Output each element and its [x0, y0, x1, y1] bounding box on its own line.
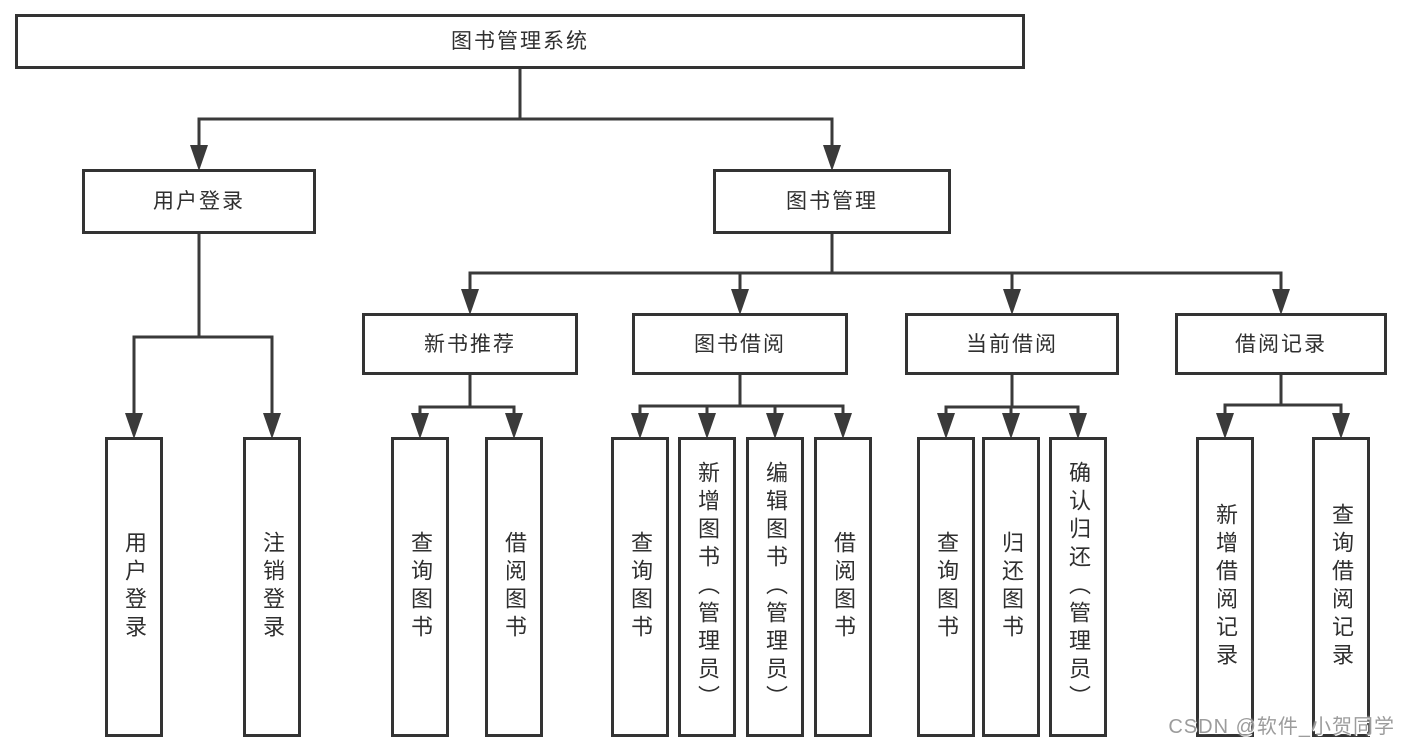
- arrowhead-leaf-edit-book: [766, 413, 784, 439]
- arrowhead-leaf-borrow-book-1: [505, 413, 523, 439]
- arrowhead-leaf-return-book: [1002, 413, 1020, 439]
- node-label-leaf-confirm-return: 确认归还（管理员）: [1066, 461, 1091, 713]
- node-user-login: 用户登录: [82, 169, 316, 234]
- node-label-borrow-records: 借阅记录: [1235, 332, 1327, 356]
- node-leaf-return-book: 归还图书: [982, 437, 1040, 737]
- arrowhead-leaf-user-login: [125, 413, 143, 439]
- node-label-leaf-add-book: 新增图书（管理员）: [695, 461, 720, 713]
- node-leaf-query-record: 查询借阅记录: [1312, 437, 1370, 737]
- arrowhead-current-borrow: [1003, 289, 1021, 315]
- node-leaf-logout: 注销登录: [243, 437, 301, 737]
- node-label-leaf-query-book-1: 查询图书: [408, 531, 433, 643]
- node-label-leaf-return-book: 归还图书: [999, 531, 1024, 643]
- node-book-borrow: 图书借阅: [632, 313, 848, 375]
- arrowhead-leaf-query-book-3: [937, 413, 955, 439]
- node-leaf-add-record: 新增借阅记录: [1196, 437, 1254, 737]
- node-book-mgmt: 图书管理: [713, 169, 951, 234]
- arrowhead-new-book-rec: [461, 289, 479, 315]
- node-label-leaf-logout: 注销登录: [260, 531, 285, 643]
- node-leaf-query-book-3: 查询图书: [917, 437, 975, 737]
- node-label-user-login: 用户登录: [153, 190, 245, 213]
- node-leaf-query-book-1: 查询图书: [391, 437, 449, 737]
- arrowhead-leaf-add-book: [698, 413, 716, 439]
- arrowhead-user-login: [190, 145, 208, 171]
- node-leaf-borrow-book-1: 借阅图书: [485, 437, 543, 737]
- arrowhead-book-borrow: [731, 289, 749, 315]
- node-label-leaf-add-record: 新增借阅记录: [1213, 503, 1238, 671]
- node-leaf-edit-book: 编辑图书（管理员）: [746, 437, 804, 737]
- node-current-borrow: 当前借阅: [905, 313, 1119, 375]
- node-label-leaf-edit-book: 编辑图书（管理员）: [763, 461, 788, 713]
- arrowhead-leaf-logout: [263, 413, 281, 439]
- node-leaf-borrow-book-2: 借阅图书: [814, 437, 872, 737]
- node-leaf-add-book: 新增图书（管理员）: [678, 437, 736, 737]
- node-leaf-user-login: 用户登录: [105, 437, 163, 737]
- node-label-current-borrow: 当前借阅: [966, 332, 1058, 356]
- node-new-book-rec: 新书推荐: [362, 313, 578, 375]
- node-label-leaf-borrow-book-1: 借阅图书: [502, 531, 527, 643]
- node-label-leaf-query-book-2: 查询图书: [628, 531, 653, 643]
- node-root: 图书管理系统: [15, 14, 1025, 69]
- arrowhead-leaf-query-book-1: [411, 413, 429, 439]
- arrowhead-leaf-borrow-book-2: [834, 413, 852, 439]
- arrowhead-leaf-query-record: [1332, 413, 1350, 439]
- node-leaf-query-book-2: 查询图书: [611, 437, 669, 737]
- arrowhead-borrow-records: [1272, 289, 1290, 315]
- arrowhead-leaf-add-record: [1216, 413, 1234, 439]
- node-label-root: 图书管理系统: [451, 30, 589, 53]
- node-label-leaf-query-book-3: 查询图书: [934, 531, 959, 643]
- arrowhead-leaf-query-book-2: [631, 413, 649, 439]
- node-label-leaf-query-record: 查询借阅记录: [1329, 503, 1354, 671]
- node-label-leaf-user-login: 用户登录: [122, 531, 147, 643]
- arrowhead-leaf-confirm-return: [1069, 413, 1087, 439]
- node-borrow-records: 借阅记录: [1175, 313, 1387, 375]
- node-label-book-mgmt: 图书管理: [786, 190, 878, 213]
- node-label-book-borrow: 图书借阅: [694, 332, 786, 356]
- node-label-new-book-rec: 新书推荐: [424, 332, 516, 356]
- arrowhead-book-mgmt: [823, 145, 841, 171]
- node-leaf-confirm-return: 确认归还（管理员）: [1049, 437, 1107, 737]
- node-label-leaf-borrow-book-2: 借阅图书: [831, 531, 856, 643]
